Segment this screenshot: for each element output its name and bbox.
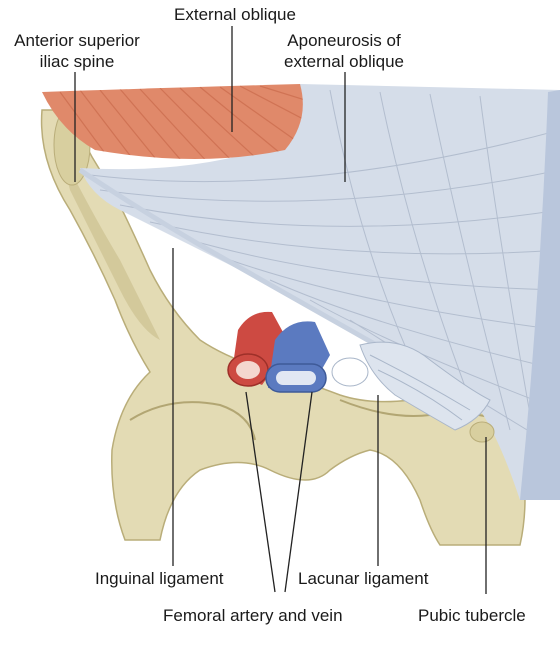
external-oblique-muscle <box>42 84 303 159</box>
acetabular-rim <box>129 401 256 441</box>
aponeurosis <box>80 84 560 500</box>
label-asis-line2: iliac spine <box>39 52 115 71</box>
label-aponeurosis-line2: external oblique <box>283 52 405 71</box>
leader-femoral-artery <box>245 391 276 593</box>
label-lacunar-ligament: Lacunar ligament <box>298 569 429 588</box>
femoral-ring <box>331 357 369 387</box>
label-pubic-tubercle: Pubic tubercle <box>418 606 526 625</box>
ilium-shadow <box>60 150 160 340</box>
label-asis: Anterior superior iliac spine <box>0 30 154 72</box>
lacunar-ligament <box>331 341 491 431</box>
label-inguinal-ligament: Inguinal ligament <box>95 569 224 588</box>
pubic-tubercle-mark <box>469 421 495 443</box>
label-external-oblique: External oblique <box>174 5 296 24</box>
label-asis-line1: Anterior superior <box>14 31 140 50</box>
aponeurosis-edge-right <box>520 90 560 500</box>
label-femoral-vessels: Femoral artery and vein <box>163 606 343 625</box>
label-aponeurosis-line1: Aponeurosis of <box>287 31 401 50</box>
leader-femoral-vein <box>284 391 313 593</box>
label-aponeurosis: Aponeurosis of external oblique <box>264 30 424 72</box>
femoral-vein <box>265 321 330 393</box>
ilium <box>40 109 526 546</box>
leader-lines <box>74 26 487 594</box>
